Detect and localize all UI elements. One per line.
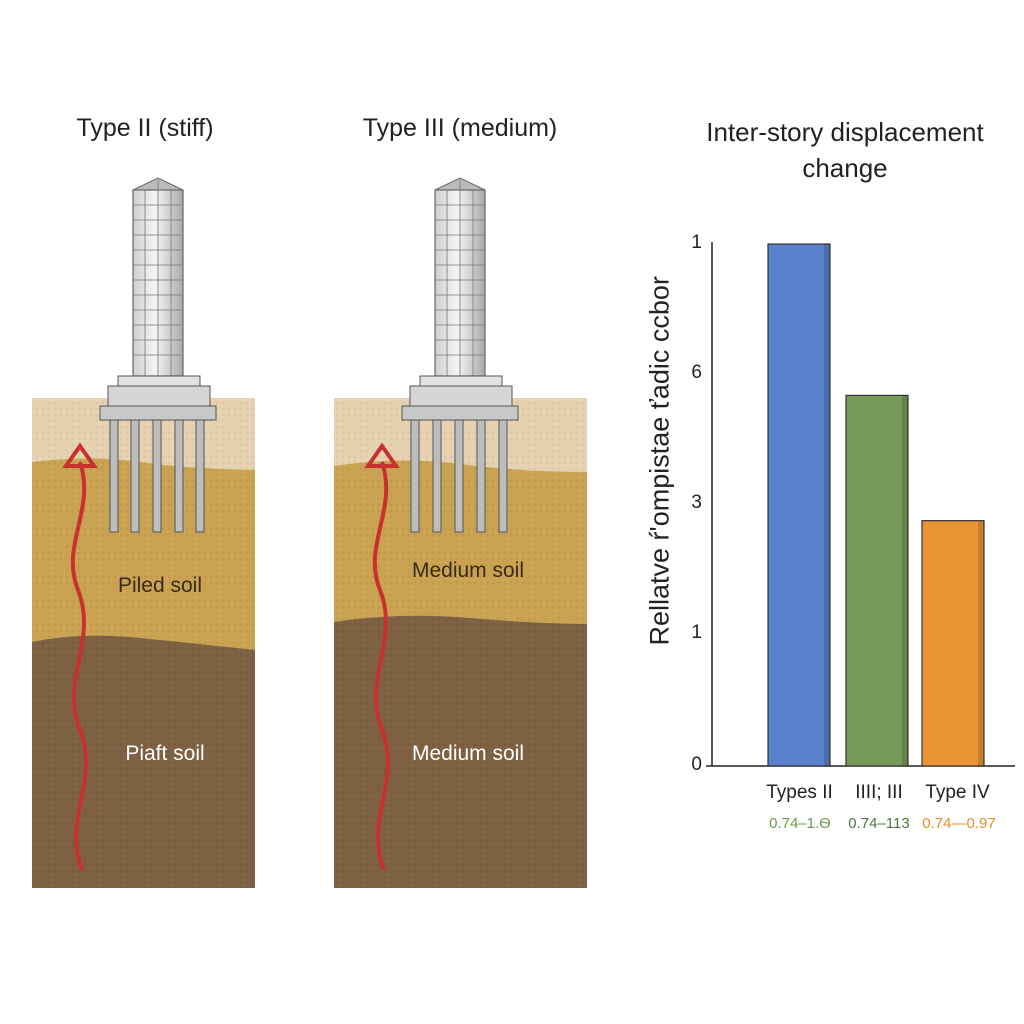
soil-label-upper-left: Piled soil <box>117 574 203 597</box>
chart-title: Inter-story displacement change <box>706 117 984 183</box>
seismic-wave-left <box>70 461 89 871</box>
y-tick-label: 6 <box>691 362 702 383</box>
soil-label-lower-middle: Medium soil <box>411 742 525 765</box>
bar-shade-3 <box>978 520 984 766</box>
wave-arrow-icon <box>62 442 98 468</box>
x-category-label: Type IV <box>925 782 990 803</box>
building-tower-left <box>99 177 217 533</box>
range-label: 0.74–113 <box>848 815 910 832</box>
y-tick-label: 0 <box>691 754 702 775</box>
bar-1 <box>767 243 831 767</box>
soil-label-lower-left: Piaft soil <box>125 742 205 765</box>
bar-2 <box>845 394 909 767</box>
y-tick-label: 1 <box>691 622 702 643</box>
seismic-wave-middle <box>372 461 391 871</box>
x-category-label: Types II <box>766 782 833 803</box>
bar-shade-2 <box>902 395 908 766</box>
panel-title-type-iii: Type III (medium) <box>362 114 558 142</box>
range-label: 0.74–1.Ѳ <box>769 815 831 832</box>
panel-title-type-ii: Type II (stiff) <box>76 114 214 142</box>
wave-arrow-icon <box>364 442 400 468</box>
y-tick-label: 3 <box>691 492 702 513</box>
building-tower-middle <box>401 177 519 533</box>
y-axis-label: Rellatve ŕ'ompistae ťadic ccbor <box>644 276 675 646</box>
y-tick-label: 1 <box>691 232 702 253</box>
x-category-label: IIII; III <box>855 782 903 803</box>
bar-3 <box>921 520 985 767</box>
bar-shade-1 <box>824 244 830 766</box>
soil-column-type-ii <box>32 398 255 888</box>
range-label: 0.74—0.97 <box>922 815 996 832</box>
soil-label-upper-middle: Medium soil <box>411 559 525 582</box>
